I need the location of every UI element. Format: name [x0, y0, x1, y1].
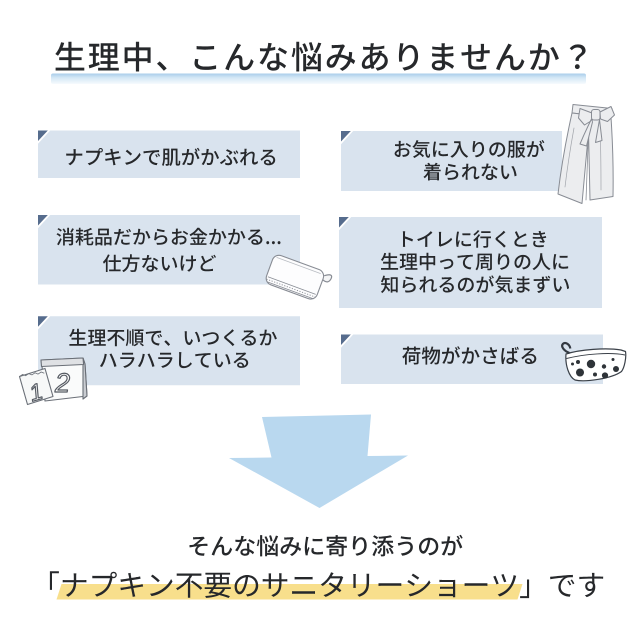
svg-text:2: 2: [54, 368, 70, 398]
